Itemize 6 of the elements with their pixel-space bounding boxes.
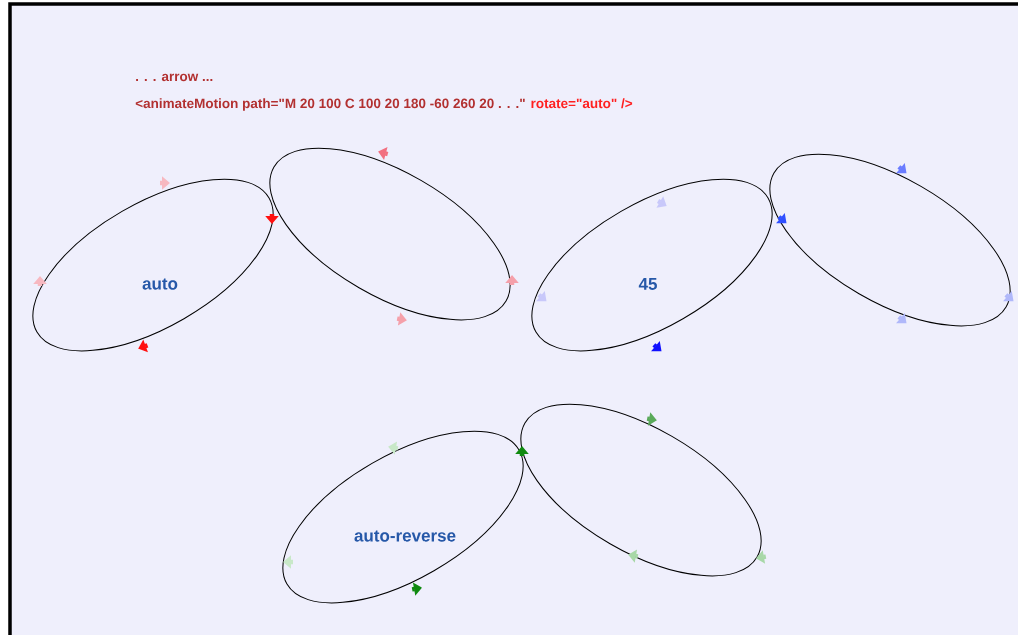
loop-label: auto-reverse [354, 530, 456, 542]
code-text: rotate="auto" /> [531, 98, 633, 109]
code-text: <animateMotion path="M 20 100 C 100 20 180 -60 260 20 . . ." [135, 98, 525, 111]
loop-label: 45 [638, 278, 657, 290]
loop-label: auto [142, 278, 178, 290]
code-text: . . . arrow ... [136, 73, 213, 82]
